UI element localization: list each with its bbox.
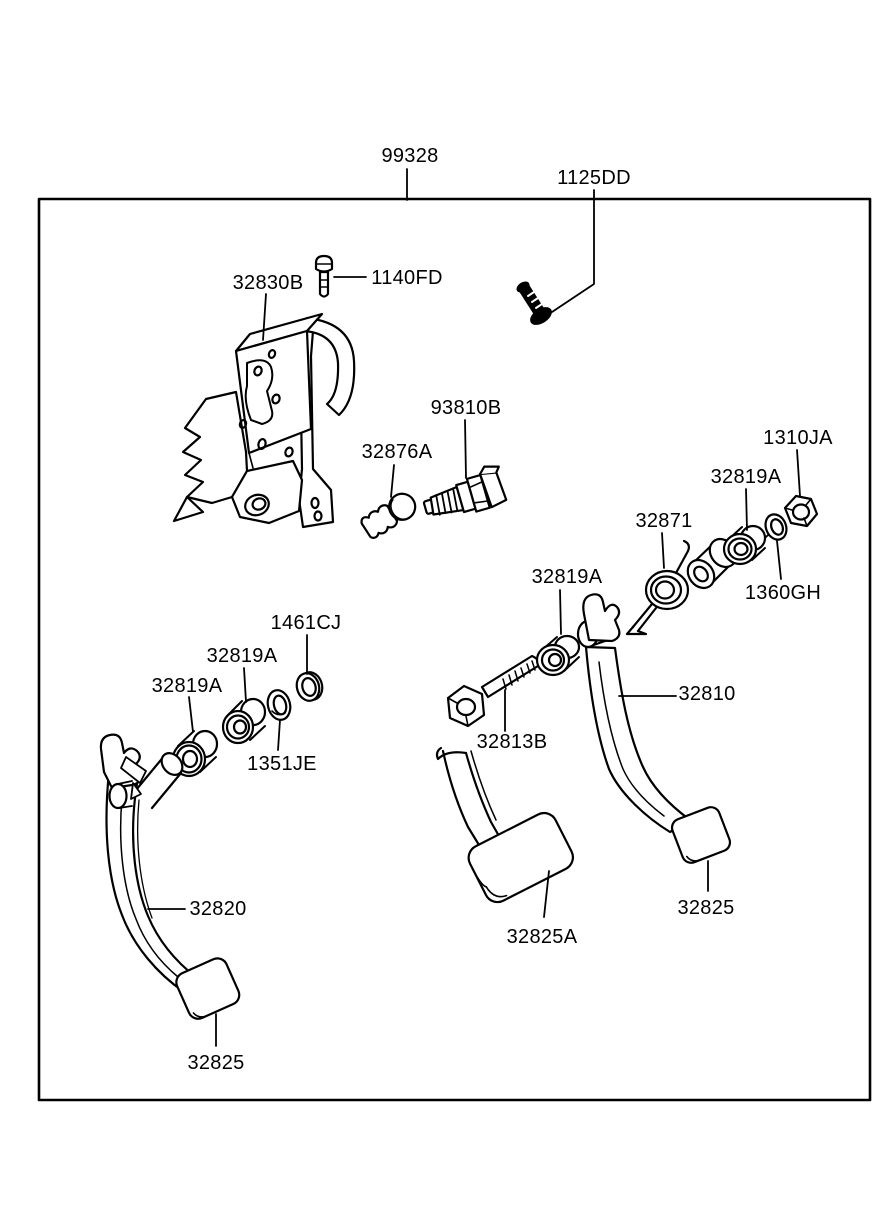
bushing-mid-32819a-drawing <box>221 697 267 745</box>
part-label-32819a-left: 32819A <box>151 675 223 697</box>
spring-32871-drawing <box>625 539 690 636</box>
screw-32876a-drawing <box>360 492 417 539</box>
part-label-32810: 32810 <box>678 683 736 705</box>
bolt-1125dd-drawing <box>516 281 552 325</box>
pad-left-32825-drawing <box>175 957 241 1020</box>
part-label-99328: 99328 <box>381 145 439 167</box>
bolt-32813b-drawing <box>446 654 540 728</box>
part-label-32825-right: 32825 <box>677 897 735 919</box>
part-label-32830b: 32830B <box>232 272 304 294</box>
bracket-32830b-drawing <box>172 312 356 529</box>
part-label-32825a: 32825A <box>506 926 578 948</box>
part-label-32825-left: 32825 <box>187 1052 245 1074</box>
pad-right-32825-drawing <box>670 806 732 864</box>
part-label-1360gh: 1360GH <box>744 582 822 604</box>
switch-93810b-drawing <box>422 465 508 516</box>
part-label-32876a: 32876A <box>361 441 433 463</box>
frame-box <box>37 197 872 1102</box>
bushing-right-32819a-drawing <box>722 524 767 566</box>
washer-1360gh-drawing <box>764 513 788 541</box>
pedal-32810-drawing <box>576 593 692 834</box>
part-label-32819a-right: 32819A <box>710 466 782 488</box>
part-label-32819a-mid: 32819A <box>206 645 278 667</box>
ring-1461cj-drawing <box>295 671 324 702</box>
leader-lines <box>147 168 801 1047</box>
part-label-1351je: 1351JE <box>247 753 317 775</box>
part-label-1140fd: 1140FD <box>371 267 443 289</box>
washer-1351je-drawing <box>266 689 292 721</box>
part-label-93810b: 93810B <box>430 397 502 419</box>
pad-middle-32825a-drawing <box>467 811 575 904</box>
bolt-1140fd-drawing <box>314 254 334 298</box>
part-label-32820: 32820 <box>189 898 247 920</box>
nut-1310ja-drawing <box>783 494 819 528</box>
part-label-1461cj: 1461CJ <box>270 612 342 634</box>
part-label-32819a-center: 32819A <box>531 566 603 588</box>
part-label-1310ja: 1310JA <box>763 427 833 449</box>
part-label-32813b: 32813B <box>476 731 548 753</box>
arm-middle-drawing <box>435 746 501 847</box>
bushing-center-32819a-drawing <box>535 634 581 677</box>
part-label-32871: 32871 <box>635 510 693 532</box>
part-label-1125dd: 1125DD <box>557 167 631 189</box>
